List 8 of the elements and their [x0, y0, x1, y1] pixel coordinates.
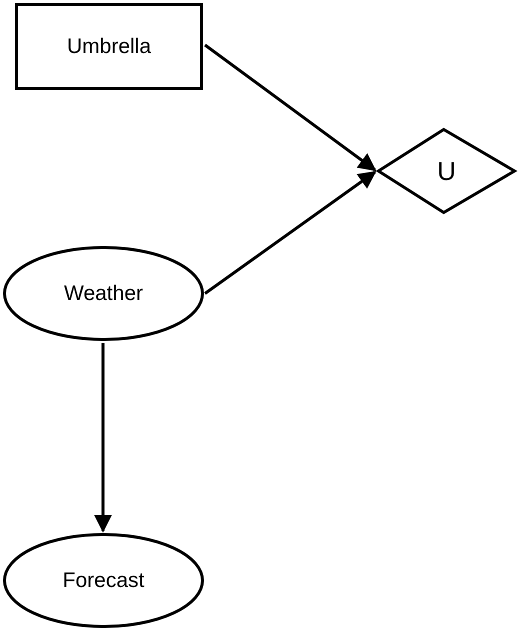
arrow	[204, 170, 376, 295]
node-label: Umbrella	[66, 34, 152, 58]
node-label: Forecast	[62, 568, 144, 592]
arrow	[94, 343, 112, 533]
node-label: Weather	[64, 282, 143, 306]
decision-box	[15, 3, 203, 90]
node-label: U	[437, 156, 456, 186]
arrow	[204, 44, 376, 172]
